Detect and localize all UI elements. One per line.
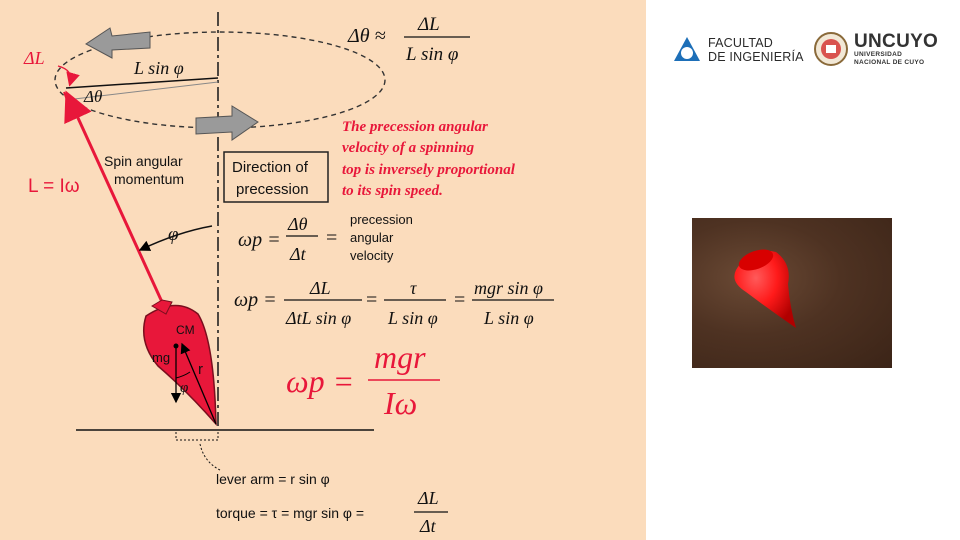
uncuyo-sub1: UNIVERSIDAD — [854, 51, 903, 58]
dt-den: Δt — [289, 244, 307, 264]
fi-emblem-icon — [674, 37, 700, 61]
velocity-word: velocity — [350, 248, 394, 263]
delta-l-label: ΔL — [23, 48, 45, 68]
gray-arrow-right — [195, 105, 259, 141]
facultad-ingenieria-logo: FACULTAD DE INGENIERÍA — [672, 30, 804, 70]
big-num: mgr — [374, 339, 426, 375]
precession-diagram: ΔL L sin φ Δθ Δθ ≈ ΔL L sin φ Spin angul… — [0, 0, 646, 540]
red-note-line3: top is inversely proportional — [342, 162, 516, 178]
eq2-den2: L sin φ — [387, 308, 438, 328]
angular-word: angular — [350, 230, 394, 245]
lever-arm-label: lever arm = r sin φ — [216, 471, 330, 487]
omega-p-lhs-1: ωp = — [238, 229, 281, 251]
precession-word: precession — [350, 212, 413, 227]
eq-sign-3: = — [454, 289, 465, 311]
phi-label: φ — [168, 224, 179, 245]
spin-label-line2: momentum — [114, 171, 184, 187]
spin-label-line1: Spin angular — [104, 153, 183, 169]
red-top-shape — [734, 249, 796, 328]
r-label: r — [198, 361, 203, 378]
torque-lhs: torque = τ = mgr sin φ = — [216, 505, 364, 521]
delta-theta-formula-lhs: Δθ ≈ — [347, 25, 386, 47]
torque-den: Δt — [419, 516, 437, 536]
eq-sign-2: = — [366, 289, 377, 311]
phi-arc — [138, 225, 213, 251]
red-note-line1: The precession angular — [342, 119, 488, 135]
uncuyo-subtitle: UNIVERSIDAD NACIONAL DE CUYO — [854, 51, 938, 66]
l-sin-phi-line — [65, 77, 219, 89]
angular-momentum-vector — [64, 90, 164, 303]
big-omega-lhs: ωp = — [286, 363, 354, 399]
cm-label: CM — [176, 323, 195, 337]
red-note-line4: to its spin speed. — [342, 183, 443, 199]
diagram-svg: ΔL L sin φ Δθ Δθ ≈ ΔL L sin φ Spin angul… — [23, 12, 554, 536]
angular-momentum-vector-2 — [63, 91, 71, 109]
fi-line1: FACULTAD — [708, 36, 774, 50]
red-note-line2: velocity of a spinning — [342, 140, 475, 156]
lever-arm-bracket — [175, 432, 219, 441]
eq2-den1: ΔtL sin φ — [285, 308, 351, 328]
spinning-top — [143, 299, 217, 427]
uncuyo-seal-icon — [814, 32, 848, 66]
torque-num: ΔL — [417, 488, 439, 508]
spinning-top-render — [692, 218, 892, 368]
phi-small-label: φ — [180, 380, 188, 396]
big-den: Iω — [383, 385, 417, 421]
dtheta-num: Δθ — [287, 214, 308, 234]
delta-theta-label: Δθ — [83, 87, 102, 106]
eq2-num1: ΔL — [309, 278, 331, 298]
delta-theta-formula-num: ΔL — [417, 14, 440, 35]
direction-box — [223, 151, 329, 203]
eq2-num2: τ — [410, 278, 417, 298]
delta-theta-formula-den: L sin φ — [405, 44, 458, 65]
mg-label: mg — [152, 350, 170, 365]
delta-l-arc — [57, 65, 80, 87]
uncuyo-logo: UNCUYO UNIVERSIDAD NACIONAL DE CUYO — [814, 26, 938, 72]
direction-line1: Direction of — [232, 159, 309, 176]
gray-arrow-left — [85, 27, 151, 59]
fi-line2: DE INGENIERÍA — [708, 50, 804, 64]
eq-sign-1: = — [326, 227, 337, 249]
direction-line2: precession — [236, 181, 309, 198]
eq2-num3: mgr sin φ — [474, 278, 543, 298]
l-eq-label: L = Iω — [28, 176, 80, 197]
lever-arm-pointer — [199, 443, 221, 471]
eq2-den3: L sin φ — [483, 308, 534, 328]
uncuyo-sub2: NACIONAL DE CUYO — [854, 58, 925, 66]
logo-bar: FACULTAD DE INGENIERÍA UNCUYO UNIVERSIDA… — [672, 26, 952, 72]
l-sin-phi-label: L sin φ — [133, 58, 184, 78]
uncuyo-title: UNCUYO — [854, 31, 939, 52]
omega-p-lhs-2: ωp = — [234, 289, 277, 311]
